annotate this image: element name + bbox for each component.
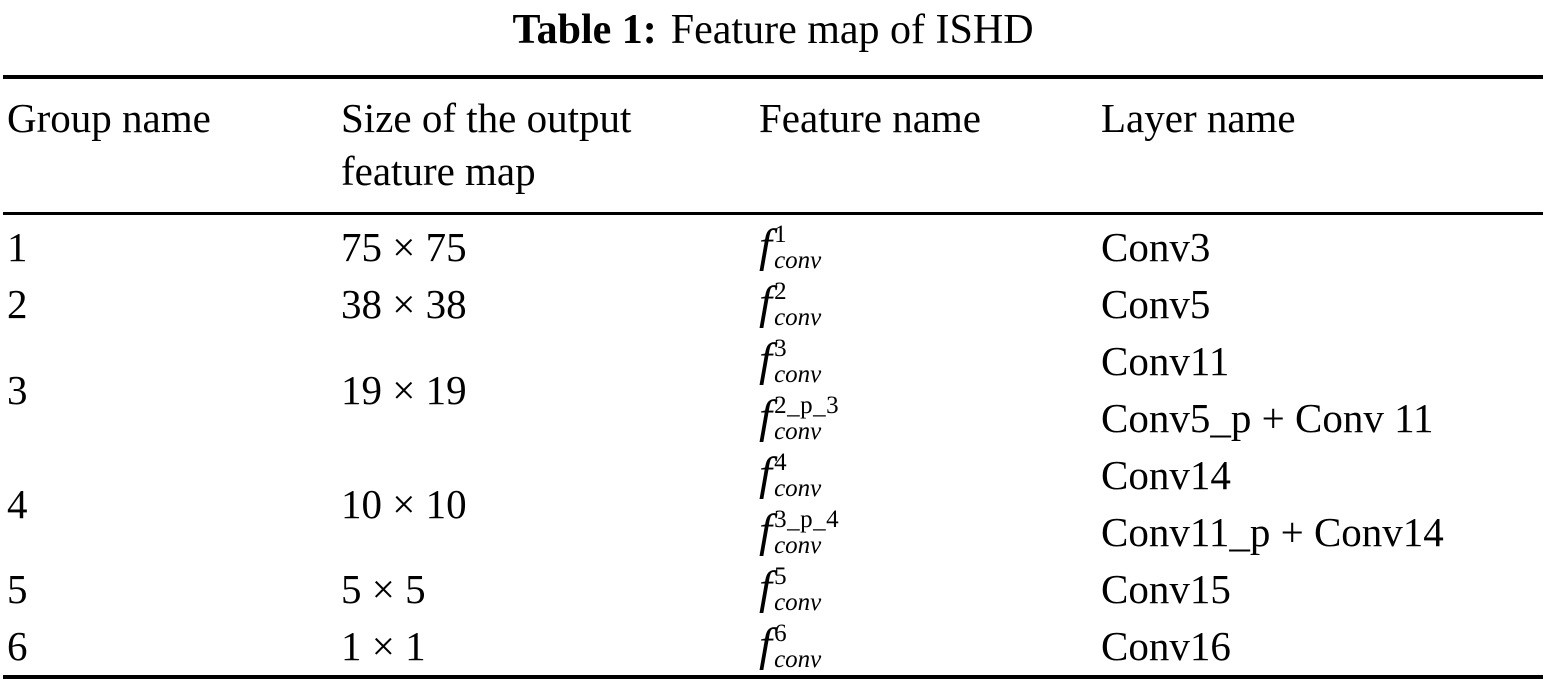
size-cell: 38 × 38 — [341, 281, 467, 327]
feature-map-table: Group name Size of the output feature ma… — [3, 75, 1543, 679]
feature-subscript: conv — [774, 360, 822, 388]
layer-cell: Conv3 — [1101, 224, 1211, 270]
layer-cell: Conv11_p + Conv14 — [1101, 509, 1444, 555]
feature-superscript: 4 — [774, 448, 788, 476]
caption-label: Table 1: — [512, 7, 657, 53]
feature-subscript: conv — [774, 474, 822, 502]
size-cell: 75 × 75 — [341, 224, 467, 270]
feature-superscript: 2_p_3 — [774, 391, 840, 419]
column-header-size: Size of the output feature map — [337, 77, 755, 215]
feature-subscript: conv — [774, 246, 822, 274]
table-container: Group name Size of the output feature ma… — [3, 75, 1543, 679]
size-cell: 10 × 10 — [341, 480, 467, 527]
feature-subscript: conv — [774, 645, 822, 673]
layer-cell: Conv14 — [1101, 452, 1231, 498]
feature-superscript: 1 — [774, 220, 788, 248]
group-cell: 6 — [7, 623, 28, 669]
layer-cell: Conv5 — [1101, 281, 1211, 327]
column-header-layer-name: Layer name — [1097, 77, 1543, 215]
size-cell: 5 × 5 — [341, 566, 426, 612]
feature-base: f — [759, 220, 773, 272]
group-cell: 1 — [7, 224, 28, 270]
feature-superscript: 5 — [774, 562, 788, 590]
group-cell: 2 — [7, 281, 28, 327]
table-header: Group name Size of the output feature ma… — [3, 77, 1543, 215]
feature-subscript: conv — [774, 531, 822, 559]
feature-subscript: conv — [774, 303, 822, 331]
feature-superscript: 3_p_4 — [774, 505, 840, 533]
header-row: Group name Size of the output feature ma… — [3, 77, 1543, 215]
group-cell: 3 — [7, 366, 28, 413]
feature-base: f — [759, 448, 773, 500]
feature-base: f — [759, 505, 773, 557]
layer-cell: Conv11 — [1101, 338, 1230, 384]
column-header-group-name: Group name — [3, 77, 337, 215]
group-cell: 5 — [7, 566, 28, 612]
feature-superscript: 6 — [774, 619, 788, 647]
size-cell: 19 × 19 — [341, 366, 467, 413]
feature-base: f — [759, 619, 773, 671]
caption-text: Feature map of ISHD — [670, 7, 1034, 53]
group-cell: 4 — [7, 480, 28, 527]
column-header-feature-name: Feature name — [755, 77, 1097, 215]
table-caption: Table 1: Feature map of ISHD — [0, 0, 1546, 54]
feature-base: f — [759, 277, 773, 329]
feature-subscript: conv — [774, 588, 822, 616]
feature-base: f — [759, 391, 773, 443]
layer-cell: Conv16 — [1101, 623, 1231, 669]
feature-superscript: 3 — [774, 334, 788, 362]
feature-base: f — [759, 562, 773, 614]
layer-cell: Conv5_p + Conv 11 — [1101, 395, 1434, 441]
feature-superscript: 2 — [774, 277, 788, 305]
feature-subscript: conv — [774, 417, 822, 445]
feature-base: f — [759, 334, 773, 386]
layer-cell: Conv15 — [1101, 566, 1231, 612]
size-cell: 1 × 1 — [341, 623, 426, 669]
